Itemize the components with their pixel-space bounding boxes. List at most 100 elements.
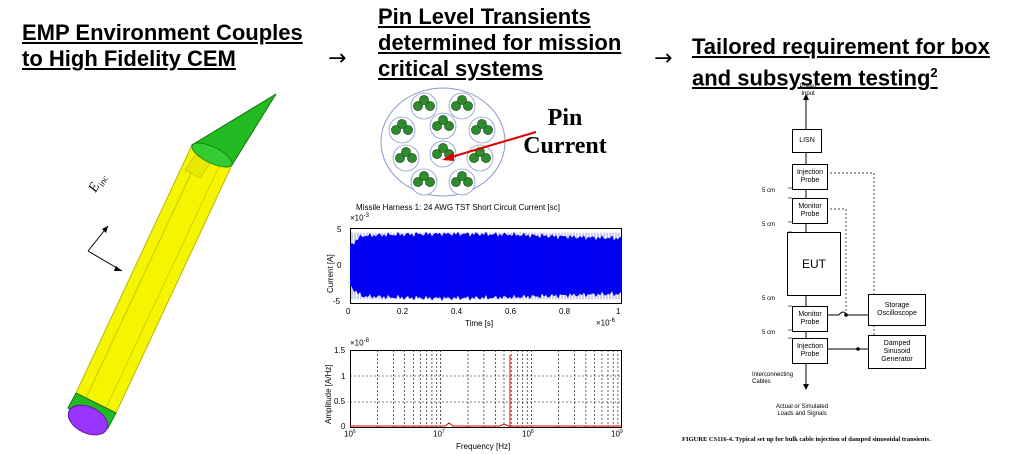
pin-current-label: Pin Current xyxy=(510,104,620,160)
wire xyxy=(438,143,448,153)
freq-plot-xtick: 109 xyxy=(611,429,623,439)
wire xyxy=(403,125,413,135)
arrow-right-icon: → xyxy=(328,46,347,71)
wire xyxy=(457,95,467,105)
freq-plot-ytick: 0 xyxy=(341,422,346,431)
wire xyxy=(425,177,435,187)
wire xyxy=(407,153,417,163)
time-plot-ytick: -5 xyxy=(333,297,341,306)
time-plot-xtick: 0 xyxy=(346,307,351,316)
time-plot-y-exponent: ×10-3 xyxy=(350,213,369,223)
wire xyxy=(401,147,411,157)
spectrum-trace xyxy=(350,422,622,427)
time-plot-xtick: 0.8 xyxy=(559,307,571,316)
wire xyxy=(432,121,442,131)
wire xyxy=(451,101,461,111)
wire xyxy=(413,177,423,187)
loads-signals-label: Actual or Simulated Loads and Signals xyxy=(776,404,829,417)
time-plot-x-exponent: ×10-6 xyxy=(596,318,615,328)
heading-left-line1: EMP Environment Couples xyxy=(22,20,303,45)
time-plot-xlabel: Time [s] xyxy=(465,319,494,328)
freq-plot-xtick: 107 xyxy=(433,429,445,439)
spacing-label: 5 cm xyxy=(762,222,776,228)
wire xyxy=(395,153,405,163)
time-plot-xtick: 0.2 xyxy=(397,307,409,316)
spacing-label: 5 cm xyxy=(762,330,776,336)
freq-plot-grid xyxy=(350,350,622,428)
cable-bundle xyxy=(410,92,438,120)
eut-box: EUT xyxy=(787,232,841,296)
cable-bundle xyxy=(388,116,416,144)
power-input-label: Power Input xyxy=(799,84,817,97)
freq-plot-ylabel: Amplitude [A/Hz] xyxy=(324,364,333,424)
interconnecting-cables-label: Interconnecting Cables xyxy=(752,372,794,385)
freq-plot-ytick: 1 xyxy=(341,372,346,381)
wire xyxy=(483,125,493,135)
cable-bundle xyxy=(468,116,496,144)
heading-left-line2: to High Fidelity CEM xyxy=(22,46,236,71)
wire xyxy=(391,125,401,135)
heading-right-superscript: 2 xyxy=(930,65,938,80)
time-plot-xtick: 1 xyxy=(616,307,621,316)
spacing-label: 5 cm xyxy=(762,188,776,194)
time-plot-ylabel: Current [A] xyxy=(326,254,335,293)
time-signal-waveform xyxy=(350,231,622,302)
freq-plot-area xyxy=(350,350,622,428)
heading-middle-line1: Pin Level Transients xyxy=(378,4,591,29)
time-plot-area xyxy=(350,228,622,304)
wire xyxy=(463,177,473,187)
wire xyxy=(419,95,429,105)
heading-right: Tailored requirement for box and subsyst… xyxy=(692,34,990,91)
incident-field-vector-icon xyxy=(87,225,123,272)
pin-current-arrow-icon xyxy=(442,131,537,161)
freq-plot-y-exponent: ×10-8 xyxy=(350,338,369,348)
wire xyxy=(481,153,491,163)
cable-bundle xyxy=(448,92,476,120)
wire xyxy=(397,119,407,129)
arrow-right-icon: → xyxy=(654,46,673,71)
spacing-label: 5 cm xyxy=(762,296,776,302)
heading-middle-line2: determined for mission xyxy=(378,30,622,55)
wire xyxy=(451,177,461,187)
cable-bundle xyxy=(429,112,457,140)
cable-bundle xyxy=(392,144,420,172)
heading-middle-line3: critical systems xyxy=(378,56,544,81)
cable-bundle xyxy=(410,168,438,196)
time-plot-title: Missile Harness 1: 24 AWG TST Short Circ… xyxy=(356,203,560,212)
wire xyxy=(444,121,454,131)
freq-plot-ytick: 1.5 xyxy=(334,346,346,355)
heading-middle: Pin Level Transients determined for miss… xyxy=(378,4,621,82)
wire xyxy=(477,119,487,129)
freq-plot-xtick: 106 xyxy=(344,429,356,439)
wire xyxy=(413,101,423,111)
time-plot-ytick: 5 xyxy=(337,225,342,234)
time-signal-oscillation xyxy=(351,232,620,300)
pin-label-line2: Current xyxy=(523,133,607,159)
wire xyxy=(469,153,479,163)
time-plot-ytick: 0 xyxy=(337,261,342,270)
heading-right-line2: and subsystem testing2 xyxy=(692,65,938,91)
wire xyxy=(438,115,448,125)
wire xyxy=(432,149,442,159)
lisn-box: LISN xyxy=(792,129,822,153)
missile-tail xyxy=(67,392,117,436)
freq-plot-ytick: 0.5 xyxy=(334,397,346,406)
pin-label-line1: Pin xyxy=(547,105,583,131)
missile-illustration xyxy=(67,93,277,436)
wire xyxy=(457,171,467,181)
wire xyxy=(463,101,473,111)
cable-bundle xyxy=(448,168,476,196)
time-plot-xtick: 0.6 xyxy=(505,307,517,316)
wire xyxy=(425,101,435,111)
missile-nose xyxy=(190,93,277,168)
time-plot-xtick: 0.4 xyxy=(451,307,463,316)
freq-plot-xlabel: Frequency [Hz] xyxy=(456,442,511,451)
cable-bundle-cross-section xyxy=(380,87,506,197)
wire xyxy=(419,171,429,181)
